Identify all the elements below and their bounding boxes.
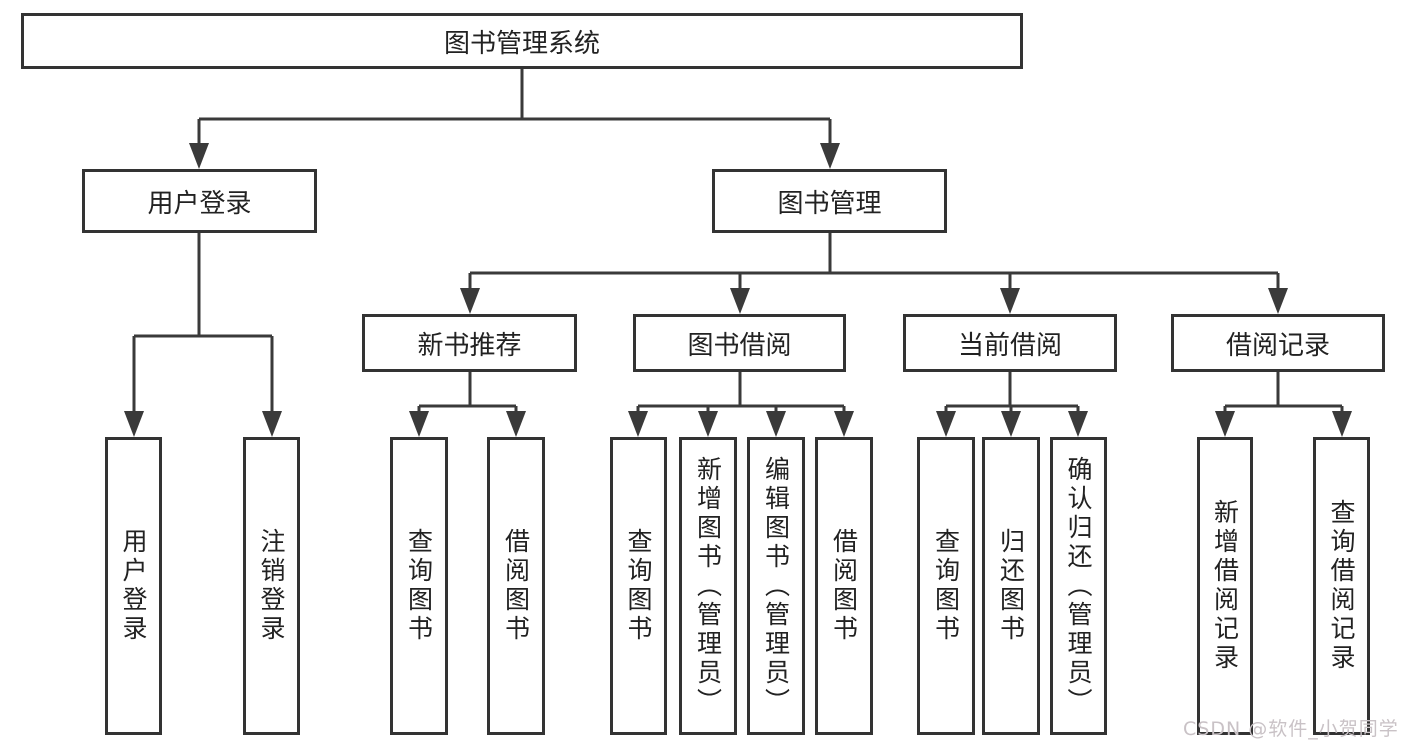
node-current-borrowing: 当前借阅 <box>903 314 1117 372</box>
leaf-query-books-borrowing-label: 查询图书 <box>624 528 653 644</box>
leaf-add-books-admin: 新增图书（管理员） <box>679 437 737 735</box>
leaf-return-books-label: 归还图书 <box>996 528 1026 644</box>
node-current-borrowing-label: 当前借阅 <box>957 330 1062 361</box>
connector-borrowing-to-leaves <box>636 372 846 414</box>
node-book-borrowing: 图书借阅 <box>633 314 846 372</box>
node-user-login: 用户登录 <box>82 169 317 233</box>
leaf-query-books-current: 查询图书 <box>917 437 975 735</box>
watermark: CSDN @软件_小贺同学 <box>1183 718 1399 740</box>
arrowheads <box>124 143 1352 437</box>
node-new-book-recommend-label: 新书推荐 <box>417 330 522 361</box>
leaf-user-login: 用户登录 <box>105 437 162 735</box>
node-system-root: 图书管理系统 <box>21 13 1023 69</box>
leaf-borrow-books: 借阅图书 <box>815 437 873 735</box>
leaf-borrow-books-recommend: 借阅图书 <box>487 437 545 735</box>
leaf-add-books-admin-label: 新增图书（管理员） <box>693 455 723 717</box>
connector-userlogin-to-leaves <box>132 233 274 414</box>
node-user-login-label: 用户登录 <box>147 188 252 219</box>
leaf-edit-books-admin: 编辑图书（管理员） <box>747 437 805 735</box>
leaf-borrow-books-recommend-label: 借阅图书 <box>501 528 531 644</box>
node-system-root-label: 图书管理系统 <box>443 28 600 59</box>
leaf-logout-label: 注销登录 <box>257 528 286 644</box>
leaf-query-books-borrowing: 查询图书 <box>610 437 667 735</box>
node-new-book-recommend: 新书推荐 <box>362 314 577 372</box>
leaf-query-borrow-record-label: 查询借阅记录 <box>1327 499 1356 673</box>
leaf-edit-books-admin-label: 编辑图书（管理员） <box>761 455 791 717</box>
leaf-user-login-label: 用户登录 <box>119 528 148 644</box>
connector-root-to-level2 <box>197 69 832 146</box>
leaf-borrow-books-label: 借阅图书 <box>829 528 859 644</box>
leaf-confirm-return-admin-label: 确认归还（管理员） <box>1064 455 1093 717</box>
connector-newbook-to-leaves <box>417 372 518 414</box>
leaf-add-borrow-record: 新增借阅记录 <box>1197 437 1253 735</box>
node-book-management: 图书管理 <box>712 169 947 233</box>
leaf-confirm-return-admin: 确认归还（管理员） <box>1050 437 1107 735</box>
node-borrowing-records: 借阅记录 <box>1171 314 1385 372</box>
node-book-borrowing-label: 图书借阅 <box>687 330 792 361</box>
node-borrowing-records-label: 借阅记录 <box>1225 330 1330 361</box>
node-book-management-label: 图书管理 <box>777 188 882 219</box>
connector-current-to-leaves <box>944 372 1080 414</box>
leaf-query-borrow-record: 查询借阅记录 <box>1313 437 1370 735</box>
leaf-add-borrow-record-label: 新增借阅记录 <box>1210 499 1240 673</box>
connector-bookmgmt-to-level3 <box>468 233 1280 291</box>
leaf-query-books-current-label: 查询图书 <box>931 528 961 644</box>
leaf-logout: 注销登录 <box>243 437 300 735</box>
connector-records-to-leaves <box>1223 372 1344 414</box>
leaf-query-books-recommend: 查询图书 <box>390 437 448 735</box>
leaf-query-books-recommend-label: 查询图书 <box>404 528 434 644</box>
leaf-return-books: 归还图书 <box>982 437 1040 735</box>
